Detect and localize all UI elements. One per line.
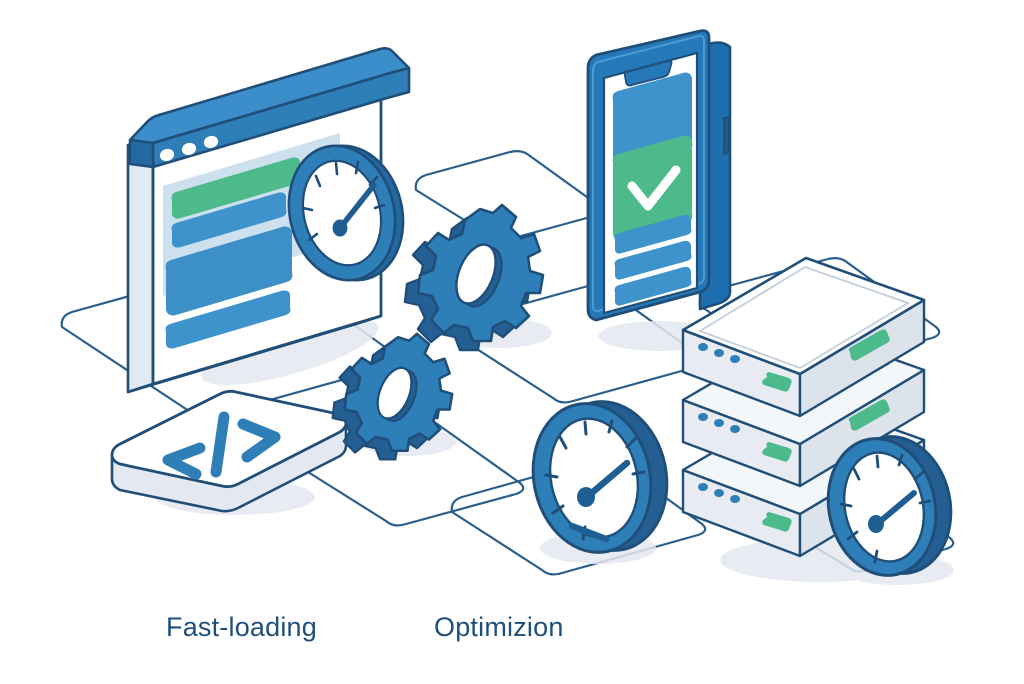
gauge-front-tick-2 [583,420,588,436]
gauge-right-tick-4 [913,470,925,481]
browser-window[interactable] [126,47,417,394]
speedometer-gauge-browser[interactable] [275,134,417,291]
phone-block-green-success [612,135,693,241]
browser-block-blue [165,226,293,316]
browser-dot-3[interactable] [202,134,219,150]
gauge-front-tick-7 [551,504,565,515]
gauge-browser-tick-2 [334,161,339,176]
browser-titlebar-top [128,47,411,145]
phone-text-line-2 [614,240,692,280]
gauge-front-baseline [568,522,610,543]
server-dot-b1 [698,483,708,491]
gauge-browser-ticks [301,160,386,242]
gauge-browser-tick-1 [314,174,322,188]
server-dot-t2 [714,349,724,357]
gear-large-hub [455,243,497,305]
gauge-browser-tick-6 [301,206,314,212]
gauge-right-ticks [839,453,932,564]
gauge-right-tick-1 [852,467,861,481]
browser-bar-blue-2 [165,290,291,349]
server-led-bottom-left [762,512,792,532]
speedometer-gauge-right[interactable] [816,426,963,585]
speedometer-gauge-front[interactable] [520,391,681,564]
phone-checkmark-icon [627,165,681,211]
gauge-right-hub [868,515,884,533]
gauge-front-tick-3 [607,419,614,434]
gauge-right-tick-6 [839,502,853,508]
gauge-right-tick-3 [897,453,904,467]
server-led-top-right [848,329,890,361]
gauge-right-face [842,451,926,563]
phone-bezel-highlight [592,34,705,313]
server-led-middle-right [848,399,890,431]
server-dot-m2 [714,419,724,427]
server-dot-t1 [698,343,708,351]
gauge-browser-face [301,159,383,267]
smartphone[interactable] [586,29,732,322]
browser-bar-blue-1 [171,192,287,248]
server-dot-t3 [730,355,740,363]
phone-text-line-1 [614,214,692,254]
platform-plate-front-gauge [450,457,707,576]
code-symbol-slash [210,411,230,478]
gauge-browser-tick-5 [373,203,386,210]
server-dot-b3 [730,495,740,503]
gauge-right-tick-5 [918,499,932,505]
code-symbol-right-angle [237,418,281,463]
gauge-right-tick-7 [846,530,859,541]
gauge-browser-needle [337,182,377,231]
gauge-right-tick-8 [873,549,879,564]
server-led-top-left [762,372,792,392]
code-tile-side [110,422,348,513]
browser-dot-1[interactable] [158,147,175,163]
gauge-right-needle [874,490,917,527]
gauge-browser-tick-3 [354,160,360,175]
shadow-browser [201,318,379,386]
browser-titlebar-left-cap [128,138,155,169]
gauge-front-hub [577,487,595,507]
gear-large[interactable] [403,203,545,352]
gauge-front-tick-5 [631,470,646,476]
server-unit-top-inner-edge [697,266,911,369]
server-led-middle-left [762,442,792,462]
server-dot-b2 [714,489,724,497]
server-unit-bottom-dots [698,483,740,503]
gauge-front-tick-1 [558,435,568,450]
server-unit-middle-dots [698,413,740,433]
browser-dot-2[interactable] [180,141,197,157]
phone-side-button[interactable] [723,116,730,155]
browser-side-face [126,135,155,394]
gear-small-hub [376,366,413,420]
phone-screen-content [612,72,693,306]
server-dot-m1 [698,413,708,421]
code-tile[interactable] [110,389,348,513]
gauge-front-tick-4 [625,437,637,449]
gauge-right-tick-2 [875,454,880,469]
server-unit-top[interactable] [681,256,926,418]
gear-small[interactable] [331,332,454,461]
gauge-front-needle [583,459,631,501]
gauge-browser-tick-7 [307,232,319,242]
browser-bar-green [171,157,301,219]
code-symbol [162,411,281,480]
phone-text-line-3 [614,266,692,306]
gauge-front-ticks [544,419,646,541]
phone-notch [623,59,673,87]
gauge-front-tick-6 [544,473,559,479]
gauge-browser-tick-4 [368,175,379,187]
server-dot-m3 [730,425,740,433]
browser-window-dots[interactable] [158,134,219,163]
server-unit-top-dots [698,343,740,363]
code-symbol-left-angle [162,442,206,480]
gauge-browser-hub [332,219,348,237]
